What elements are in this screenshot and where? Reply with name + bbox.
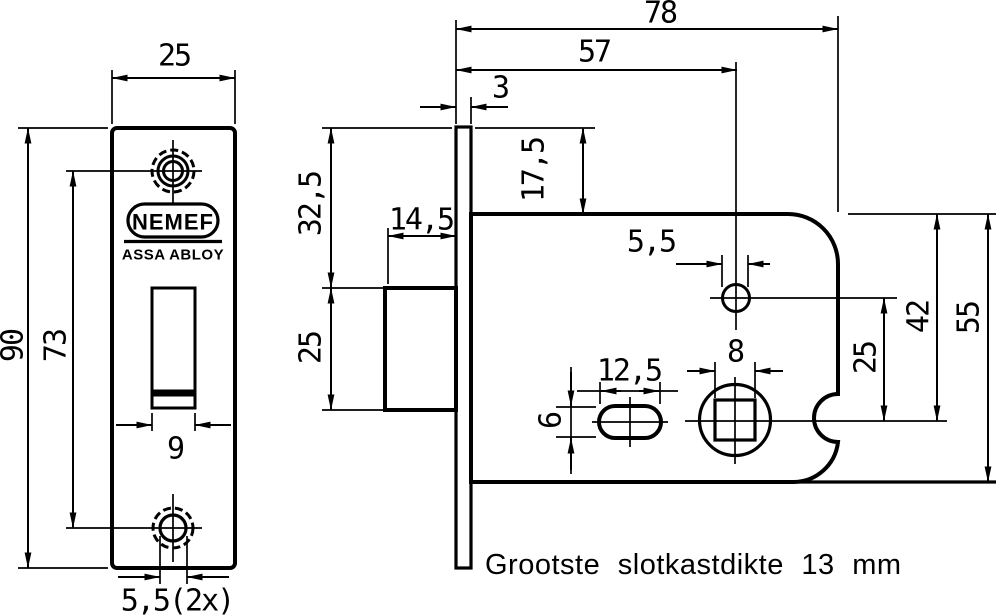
dim-label-spindle-square: 8 (727, 335, 744, 370)
dim-label-latch-span: 25 (294, 332, 329, 364)
dim-label-case-height: 55 (952, 302, 987, 334)
dim-label-case-depth: 78 (644, 0, 677, 31)
oval-slot (592, 397, 668, 447)
dim-label-hole-centers: 73 (39, 330, 74, 362)
dim-label-screw-holes: 5,5(2x) (121, 584, 233, 616)
brand-logo: NEMEF ASSA ABLOY (122, 202, 224, 264)
dim-label-latch-depth: 14,5 (389, 203, 453, 238)
dim-latch-top-offset: 32,5 (294, 127, 452, 411)
dim-latch-span: 25 (294, 287, 335, 411)
dim-label-plate-width: 25 (158, 39, 190, 74)
dim-label-slot-width: 12,5 (597, 354, 661, 389)
dim-plate-width: 25 (111, 39, 236, 124)
faceplate-outline (110, 126, 237, 570)
front-view: NEMEF ASSA ABLOY 25 90 (0, 39, 237, 616)
latch-slot (150, 286, 197, 410)
faceplate-edge (454, 125, 473, 570)
dim-label-plate-height: 90 (0, 329, 31, 362)
brand-group: ASSA ABLOY (122, 247, 224, 264)
lock-case-outline (469, 212, 841, 485)
case-screw-hole (710, 62, 897, 330)
dim-top-to-spindle: 42 (902, 213, 941, 422)
dim-screw-holes: 5,5(2x) (118, 536, 235, 616)
dim-plate-height: 90 (0, 127, 108, 569)
dim-label-screw-hole-dia: 5,5 (627, 225, 675, 260)
dim-spindle-square: 8 (687, 335, 783, 398)
dim-backset: 57 (455, 35, 738, 74)
logo-oval (126, 202, 220, 239)
side-view: 78 57 3 17,5 32,5 2 (294, 0, 996, 570)
dim-case-height: 55 (952, 213, 992, 483)
drawing-note: Grootste slotkastdikte 13 mm (485, 549, 902, 581)
dim-slot-width: 12,5 (577, 354, 678, 404)
dim-label-backset: 57 (578, 35, 610, 70)
dim-case-depth: 78 (455, 0, 839, 212)
dim-screw-hole-dia: 5,5 (627, 225, 770, 287)
dim-label-latch-slot-width: 9 (167, 432, 184, 467)
screw-hole-top (66, 140, 202, 203)
dim-screw-to-spindle: 25 (849, 297, 888, 422)
brand-name: NEMEF (132, 210, 214, 235)
dim-slot-height: 6 (534, 367, 596, 474)
dim-faceplate-thickness: 3 (420, 71, 510, 124)
dim-top-offset: 17,5 (475, 127, 595, 215)
dim-label-slot-height: 6 (534, 412, 569, 429)
dim-latch-depth: 14,5 (387, 203, 457, 284)
latch-bolt (383, 286, 458, 412)
screw-hole-bottom (66, 494, 202, 562)
dim-label-screw-to-spindle: 25 (849, 342, 884, 374)
dim-label-top-to-spindle: 42 (902, 301, 937, 333)
spindle-hole (685, 377, 947, 464)
dim-label-faceplate-thickness: 3 (492, 71, 508, 106)
dim-label-latch-top-offset: 32,5 (294, 172, 329, 236)
dim-latch-slot-width: 9 (116, 413, 231, 467)
dim-hole-centers: 73 (39, 170, 77, 529)
dim-label-top-offset: 17,5 (517, 138, 552, 202)
